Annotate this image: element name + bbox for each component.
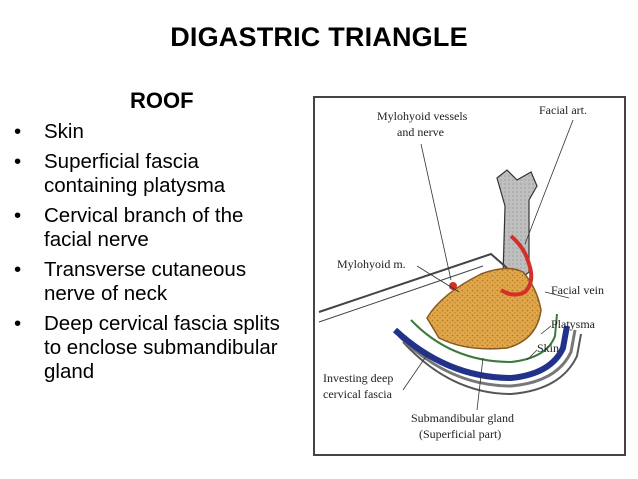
bullet-item: • Superficial fascia containing platysma [10,150,295,198]
bullet-item: • Skin [10,120,295,144]
bullet-text: Superficial fascia containing platysma [44,150,226,197]
label-investing-fascia-2: cervical fascia [323,387,393,401]
label-platysma: Platysma [551,317,596,331]
mylohyoid-muscle-edge [318,265,484,323]
bullet-dot: • [14,120,22,143]
mylohyoid-muscle [318,252,508,313]
bullet-item: • Cervical branch of the facial nerve [10,204,295,252]
mylohyoid-vessel-dot [449,282,457,290]
leader-line [526,349,538,361]
leader-line [544,291,570,299]
leader-line [420,143,452,281]
leader-line [540,325,552,335]
bullet-dot: • [14,258,22,281]
bullet-text: Cervical branch of the facial nerve [44,204,244,251]
slide-subtitle: ROOF [130,88,194,113]
bullet-text: Deep cervical fascia splits to enclose s… [44,312,280,383]
bullet-item: • Transverse cutaneous nerve of neck [10,258,295,306]
label-submandibular-gland: Submandibular gland [411,411,514,425]
leader-line [524,119,574,245]
platysma-layer [397,329,577,388]
bullet-item: • Deep cervical fascia splits to enclose… [10,312,295,384]
label-submandibular-gland-2: (Superficial part) [419,427,501,441]
skin-layer [402,333,582,396]
bullet-dot: • [14,150,22,173]
label-skin: Skin [537,341,559,355]
bullet-dot: • [14,204,22,227]
bullet-list: • Skin • Superficial fascia containing p… [10,120,295,390]
leader-line [416,265,460,293]
anatomy-diagram: Mylohyoid vessels and nerve Facial art. … [313,96,626,456]
leader-line [476,357,484,411]
label-mylohyoid-vessels: Mylohyoid vessels [377,109,468,123]
facial-artery [499,234,534,297]
anatomy-figure: Mylohyoid vessels and nerve Facial art. … [311,94,628,458]
label-facial-vein: Facial vein [551,283,604,297]
label-mylohyoid-muscle: Mylohyoid m. [337,257,406,271]
slide-title: DIGASTRIC TRIANGLE [170,22,468,52]
bullet-text: Transverse cutaneous nerve of neck [44,258,247,305]
leader-line [402,351,430,391]
investing-fascia-layer [410,313,558,364]
bullet-text: Skin [44,120,84,143]
submandibular-gland [426,267,542,350]
figure-frame [313,96,626,456]
label-investing-fascia: Investing deep [323,371,393,385]
facial-vein-layer [392,325,570,382]
label-facial-artery: Facial art. [539,103,587,117]
bullet-dot: • [14,312,22,335]
label-mylohyoid-vessels-2: and nerve [397,125,444,139]
